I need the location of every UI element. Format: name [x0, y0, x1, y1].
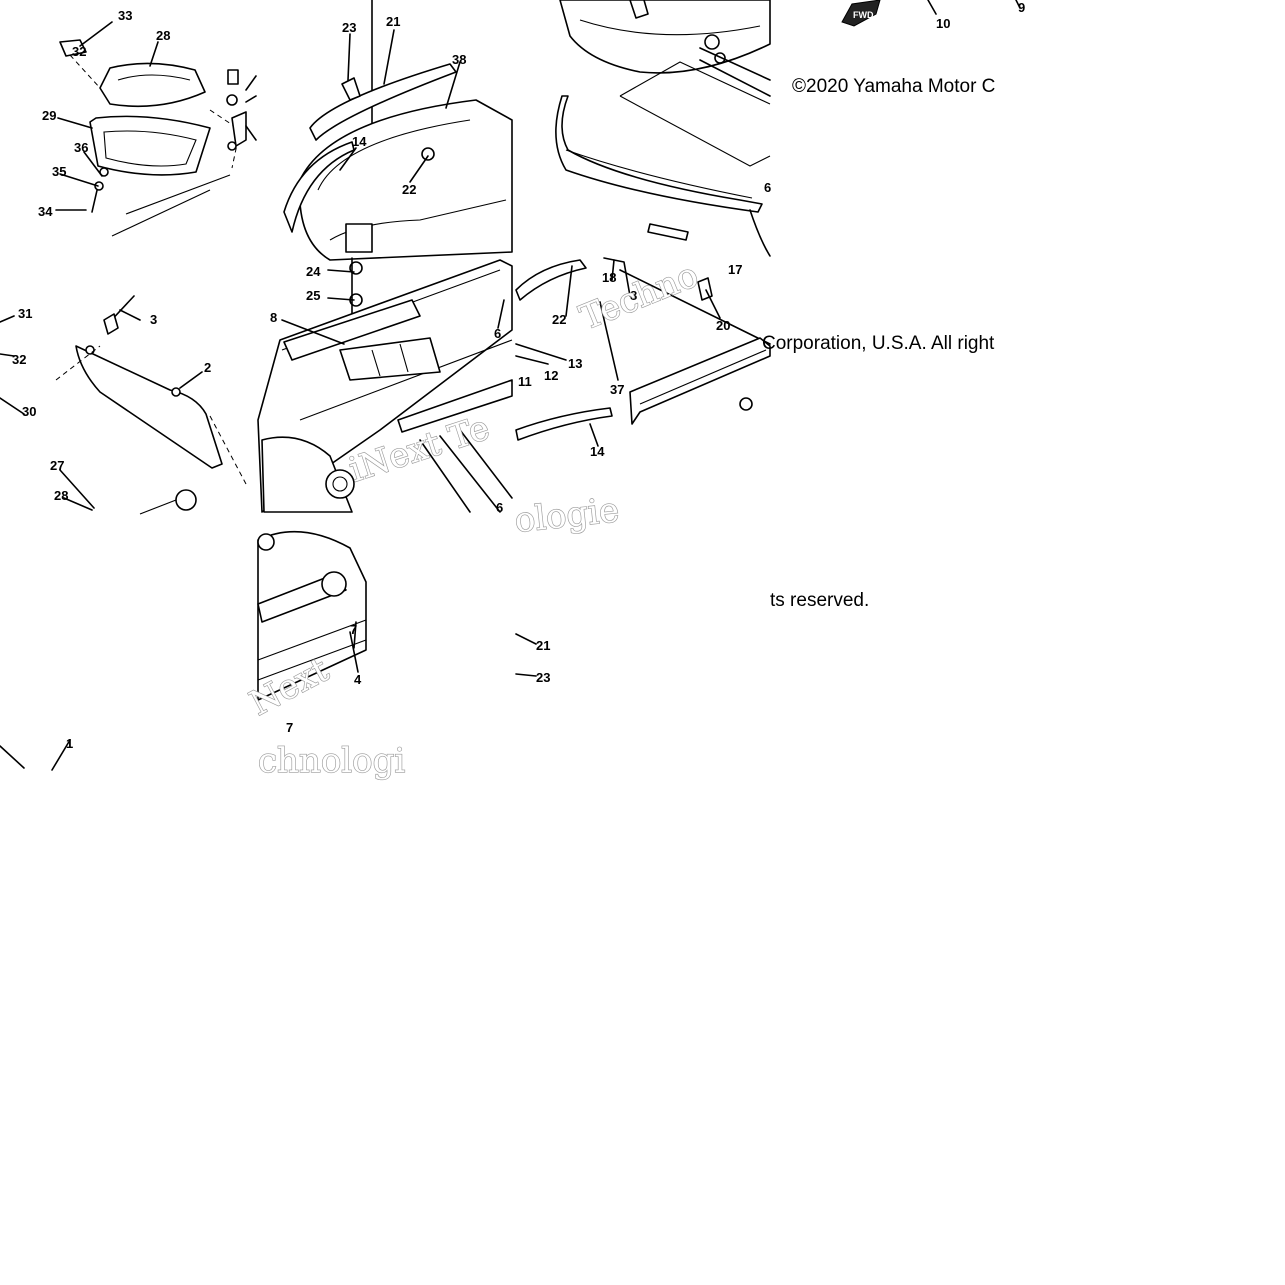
- part-number: 7: [350, 622, 357, 637]
- copyright-notice: ©2020 Yamaha Motor C Corporation, U.S.A.…: [762, 76, 995, 611]
- part-number: 31: [18, 306, 32, 321]
- part-number: 21: [386, 14, 400, 29]
- part-number: 6: [764, 180, 771, 195]
- part-number: 17: [728, 262, 742, 277]
- part-number: 37: [610, 382, 624, 397]
- watermark-text: Techno: [574, 255, 703, 338]
- bracket-bolts: [226, 69, 257, 151]
- part-number: 11: [518, 374, 532, 389]
- part-number: 21: [536, 638, 550, 653]
- side-panel: [0, 295, 247, 515]
- part-number: 24: [306, 264, 321, 279]
- watermark-text: chnologi: [258, 741, 405, 781]
- part-number: 33: [118, 8, 132, 23]
- part-number: 27: [50, 458, 64, 473]
- part-number: 38: [452, 52, 466, 67]
- part-number: 3: [150, 312, 157, 327]
- part-number: 25: [306, 288, 320, 303]
- front-frame: [0, 530, 367, 771]
- part-number: 14: [590, 444, 605, 459]
- leader-lines: [55, 0, 1021, 677]
- frame-assembly: [257, 259, 513, 513]
- part-number: 23: [536, 670, 550, 685]
- part-number: 28: [54, 488, 68, 503]
- part-number: 13: [568, 356, 582, 371]
- part-number: 20: [716, 318, 730, 333]
- part-number: 30: [22, 404, 36, 419]
- part-number: 12: [544, 368, 558, 383]
- part-number: 1: [66, 736, 73, 751]
- part-number: 9: [1018, 0, 1025, 15]
- part-number: 4: [354, 672, 362, 687]
- part-number: 28: [156, 28, 170, 43]
- part-number: 34: [38, 204, 53, 219]
- copyright-line-1: ©2020 Yamaha Motor C: [792, 76, 995, 97]
- hood-bumper: [555, 0, 771, 257]
- part-number: 32: [72, 44, 86, 59]
- part-number: 10: [936, 16, 950, 31]
- part-number: 29: [42, 108, 56, 123]
- part-number: 8: [630, 288, 637, 303]
- fwd-arrow-icon: FWD: [841, 0, 881, 27]
- part-number: 35: [52, 164, 66, 179]
- part-number: 2: [204, 360, 211, 375]
- watermark-text: ologie: [513, 490, 621, 541]
- part-number: 32: [12, 352, 26, 367]
- part-number: 36: [74, 140, 88, 155]
- copyright-line-2: Corporation, U.S.A. All right: [762, 333, 995, 354]
- part-number: 6: [494, 326, 501, 341]
- part-number: 6: [496, 500, 503, 515]
- part-number: 14: [352, 134, 367, 149]
- part-number: 8: [270, 310, 277, 325]
- part-number: 18: [602, 270, 616, 285]
- part-number: 22: [552, 312, 566, 327]
- cowl-assembly: [283, 0, 513, 339]
- fwd-label: FWD: [853, 10, 874, 20]
- part-number: 22: [402, 182, 416, 197]
- part-numbers: 33 28 32 29 36 35 34 31 32 30 3 2 27 28 …: [12, 0, 1025, 751]
- headlight-assembly: [59, 39, 241, 237]
- part-number: 23: [342, 20, 356, 35]
- part-number: 7: [286, 720, 293, 735]
- copyright-line-3: ts reserved.: [770, 590, 869, 611]
